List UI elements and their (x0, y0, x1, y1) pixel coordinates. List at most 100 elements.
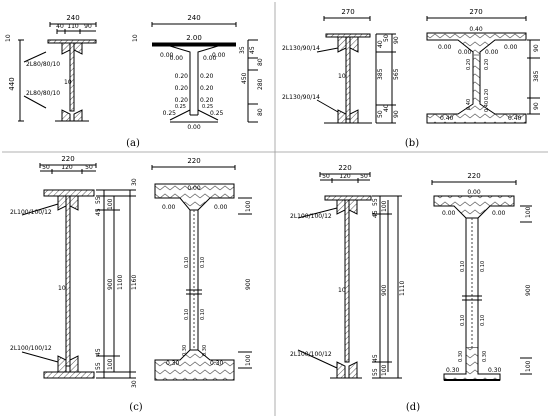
stress-d-value: 0.10 (480, 261, 486, 272)
section-c-dim: 1160 (131, 275, 138, 290)
stress-c (151, 165, 252, 381)
section-d-dim: 45 (372, 210, 379, 218)
section-d-flange-part-2: 120 (339, 173, 351, 180)
stress-a-value: 0.20 (200, 73, 214, 80)
panel-c-label: (c) (129, 402, 143, 413)
section-a-top-thk: 10 (5, 34, 12, 42)
section-d-flange-part-3: 50 (360, 173, 368, 180)
section-c-dim: 30 (131, 380, 138, 388)
stress-c-dim: 900 (245, 278, 252, 290)
section-c-dim: 100 (107, 358, 114, 370)
stress-a-value: 0.20 (200, 85, 214, 92)
stress-d-value: 0.30 (446, 367, 460, 374)
stress-a-value: 0.20 (200, 97, 214, 104)
section-c-flange-part-2: 120 (61, 164, 73, 171)
section-b-dim: 385 (377, 68, 384, 80)
section-d-dim: 100 (381, 364, 388, 376)
stress-c-value: 0.10 (200, 309, 206, 320)
stress-b-value: 0.40 (440, 115, 454, 122)
stress-d-dim: 900 (525, 284, 532, 296)
section-d-dim: 100 (381, 200, 388, 212)
section-b-dim: 50 (383, 34, 390, 42)
section-c (21, 163, 136, 379)
section-d-dim: 900 (381, 284, 388, 296)
stress-b-value: 0.20 (484, 89, 490, 100)
stress-c-value: 0.30 (166, 360, 180, 367)
section-b-dim: 90 (393, 110, 400, 118)
section-d-dim: 1110 (399, 281, 406, 296)
section-c-dim: 30 (131, 178, 138, 186)
section-a-flange-part-1: 40 (56, 23, 64, 30)
stress-a-dim-4: 280 (257, 78, 264, 90)
stress-c-value: 0.30 (210, 360, 224, 367)
stress-a-value: 0.20 (175, 97, 189, 104)
stress-a-value: 0.00 (203, 55, 217, 62)
stress-c-dim: 100 (245, 200, 252, 212)
stress-a-dim-2: 45 (249, 46, 256, 54)
stress-c-width: 220 (187, 157, 200, 165)
section-b-angle-top: 2L130/90/14 (282, 45, 320, 52)
stress-c-value: 0.00 (214, 204, 228, 211)
section-d-angle-bot: 2L100/100/12 (290, 351, 332, 358)
section-d-flange-part-1: 50 (322, 173, 330, 180)
stress-d-value: 0.10 (480, 315, 486, 326)
stress-a-value: 0.00 (187, 124, 201, 131)
section-c-flange-part-1: 50 (42, 164, 50, 171)
stress-a-top-thk: 10 (132, 34, 139, 42)
stress-d (431, 180, 532, 381)
section-b-angle-bot: 2L130/90/14 (282, 94, 320, 101)
section-d-dim: 55 (372, 368, 379, 376)
panel-c: 220 50 120 50 30 55 45 100 900 1100 1160… (10, 155, 252, 413)
stress-b (426, 16, 540, 124)
stress-b-dim: 385 (533, 70, 540, 82)
stress-a-dim-1: 35 (239, 46, 246, 54)
stress-d-top-value: 0.00 (467, 189, 481, 196)
stress-c-value: 0.00 (162, 204, 176, 211)
stress-d-value: 0.30 (458, 351, 464, 362)
stress-d-dim: 100 (525, 360, 532, 372)
stress-d-value: 0.10 (460, 261, 466, 272)
section-c-width: 220 (61, 155, 74, 163)
section-b-dim: 50 (377, 110, 384, 118)
stress-d-value: 0.30 (482, 351, 488, 362)
panel-d-label: (d) (406, 402, 420, 413)
stress-a-value: 0.20 (175, 73, 189, 80)
section-c-dim: 1100 (117, 275, 124, 290)
section-c-dim: 55 (95, 362, 102, 370)
stress-b-value: 0.40 (508, 115, 522, 122)
stress-a-dim-6: 80 (257, 108, 264, 116)
section-c-web: 10 (58, 285, 66, 292)
stress-a-dim-3: 80 (257, 58, 264, 66)
stress-b-width: 270 (469, 8, 482, 16)
stress-a-value: 0.25 (210, 110, 224, 117)
panel-d: 220 50 120 50 55 45 100 900 1110 45 55 1… (290, 164, 532, 413)
section-a (18, 22, 97, 122)
section-c-angle-top: 2L100/100/12 (10, 209, 52, 216)
section-d-width: 220 (338, 164, 351, 172)
section-a-angle-bot: 2L80/80/10 (26, 90, 60, 97)
stress-a-value: 0.25 (163, 110, 177, 117)
stress-d-width: 220 (467, 172, 480, 180)
section-b-web: 10 (338, 73, 346, 80)
stress-d-value: 0.10 (460, 315, 466, 326)
stress-c-value: 0.30 (202, 345, 208, 356)
section-c-dim: 45 (95, 348, 102, 356)
stress-d-value: 0.00 (442, 210, 456, 217)
section-c-flange-part-3: 50 (85, 164, 93, 171)
stress-a-value: 0.20 (175, 85, 189, 92)
section-a-web: 10 (64, 79, 72, 86)
section-b-dim: 565 (393, 68, 400, 80)
stress-b-value: 0.00 (485, 49, 499, 56)
stress-a-dim-5: 450 (241, 72, 248, 84)
section-c-dim: 45 (95, 208, 102, 216)
stress-b-value: 0.40 (484, 101, 490, 112)
stress-a (151, 22, 258, 123)
section-b (316, 16, 396, 124)
stress-b-value: 0.00 (438, 44, 452, 51)
stress-a-top-value: 2.00 (186, 34, 202, 42)
stress-a-value: 0.00 (170, 55, 184, 62)
stress-d-value: 0.30 (488, 367, 502, 374)
section-d-web: 10 (338, 287, 346, 294)
